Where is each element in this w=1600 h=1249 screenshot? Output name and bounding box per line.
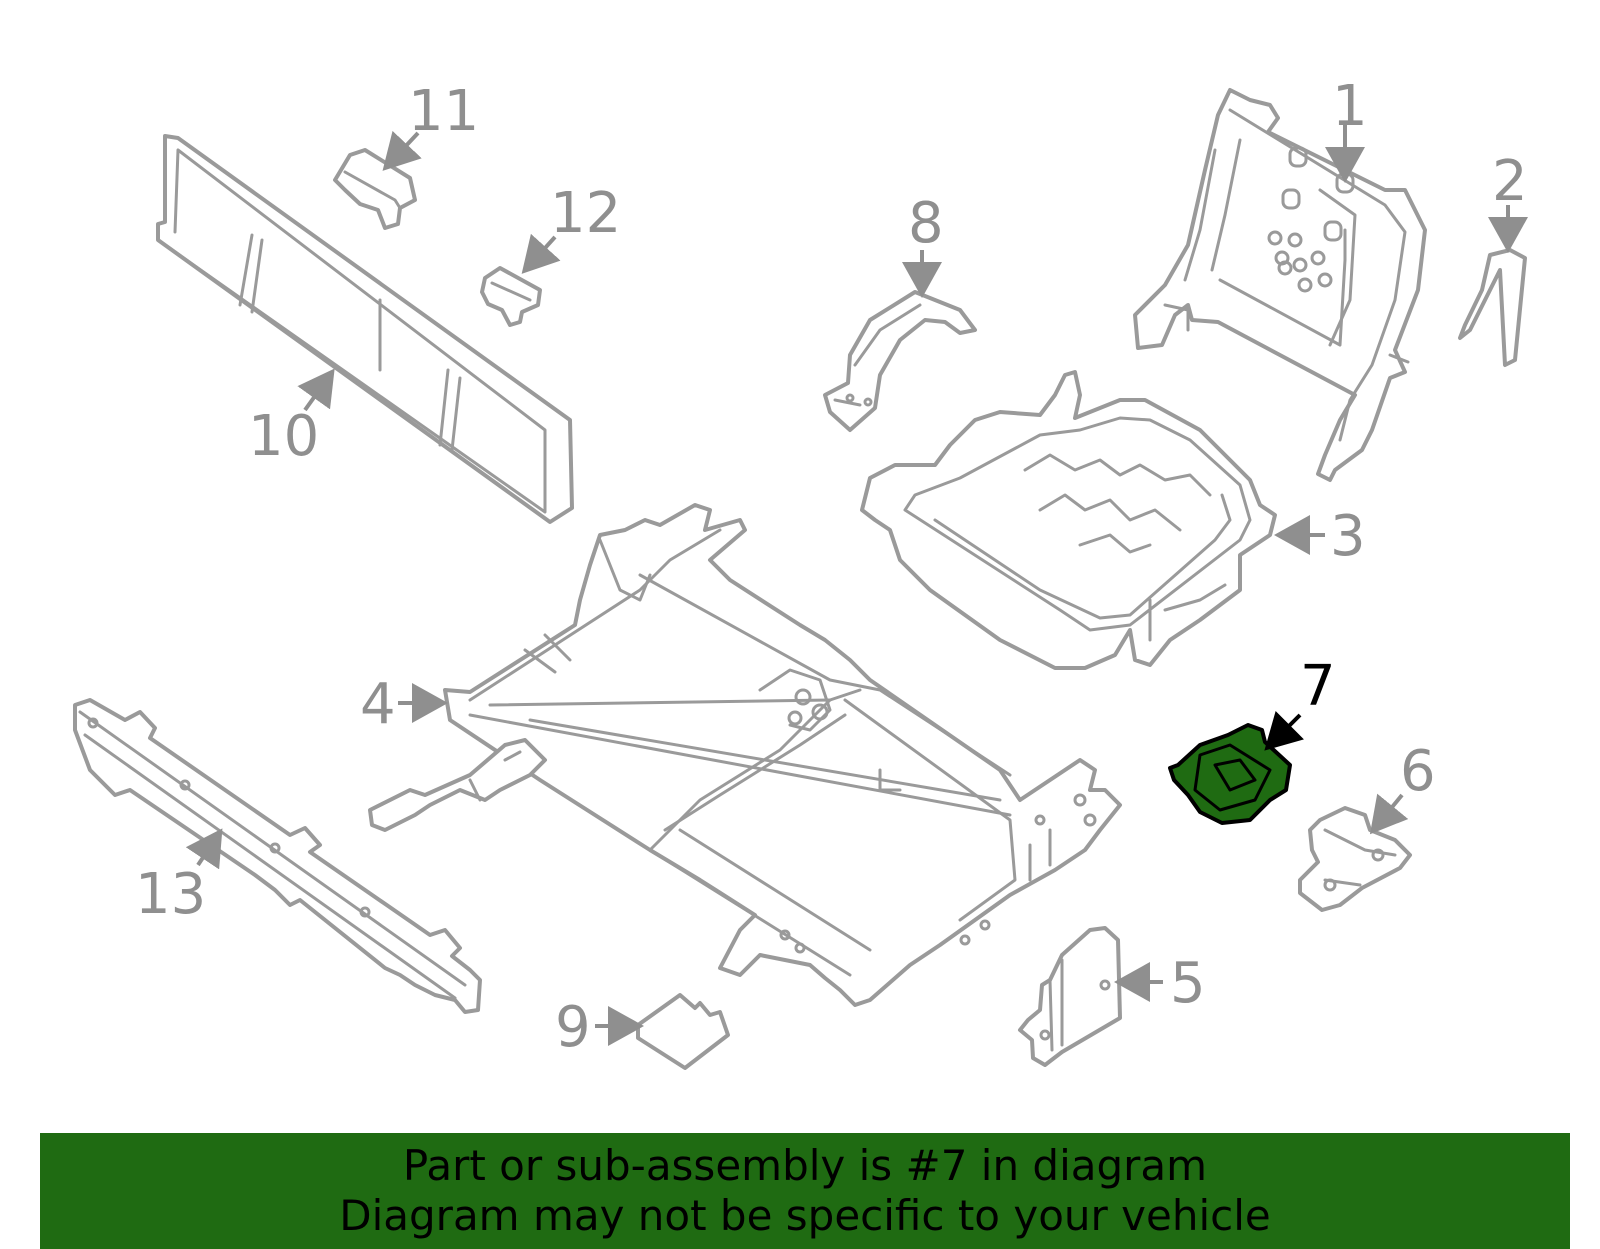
callout-9: 9 [555, 995, 591, 1060]
part-7-highlighted-plate [1168, 723, 1292, 825]
footer-line-1: Part or sub-assembly is #7 in diagram [402, 1141, 1208, 1190]
callout-1: 1 [1332, 74, 1368, 139]
callout-arrows [185, 125, 1528, 1046]
callout-11: 11 [408, 79, 479, 144]
callout-8: 8 [908, 191, 944, 256]
callout-13: 13 [135, 862, 206, 927]
part-6-bracket [1298, 806, 1412, 912]
callout-10: 10 [248, 404, 319, 469]
part-5-cover [1018, 926, 1122, 1067]
part-8-bracket [823, 290, 977, 432]
part-13-rail [73, 698, 482, 1014]
callout-6: 6 [1400, 739, 1436, 804]
callout-labels: 1 2 3 4 5 6 7 8 9 10 11 12 13 [135, 74, 1528, 1060]
part-10-panel [156, 134, 574, 524]
callout-4: 4 [360, 672, 396, 737]
callout-5: 5 [1170, 951, 1206, 1016]
footer-banner: Part or sub-assembly is #7 in diagram Di… [40, 1133, 1570, 1249]
part-9-plate [636, 993, 730, 1070]
part-11-bracket [333, 148, 417, 230]
callout-2: 2 [1492, 149, 1528, 214]
part-12-clip [480, 266, 542, 327]
callout-12: 12 [550, 181, 621, 246]
callout-3: 3 [1330, 504, 1366, 569]
part-1-seat-back [1133, 88, 1427, 482]
callout-7: 7 [1300, 654, 1336, 719]
part-2-trim [1458, 248, 1527, 367]
footer-line-2: Diagram may not be specific to your vehi… [339, 1191, 1271, 1240]
part-4-seat-frame [368, 503, 1122, 1007]
part-3-cushion-frame [860, 370, 1277, 670]
